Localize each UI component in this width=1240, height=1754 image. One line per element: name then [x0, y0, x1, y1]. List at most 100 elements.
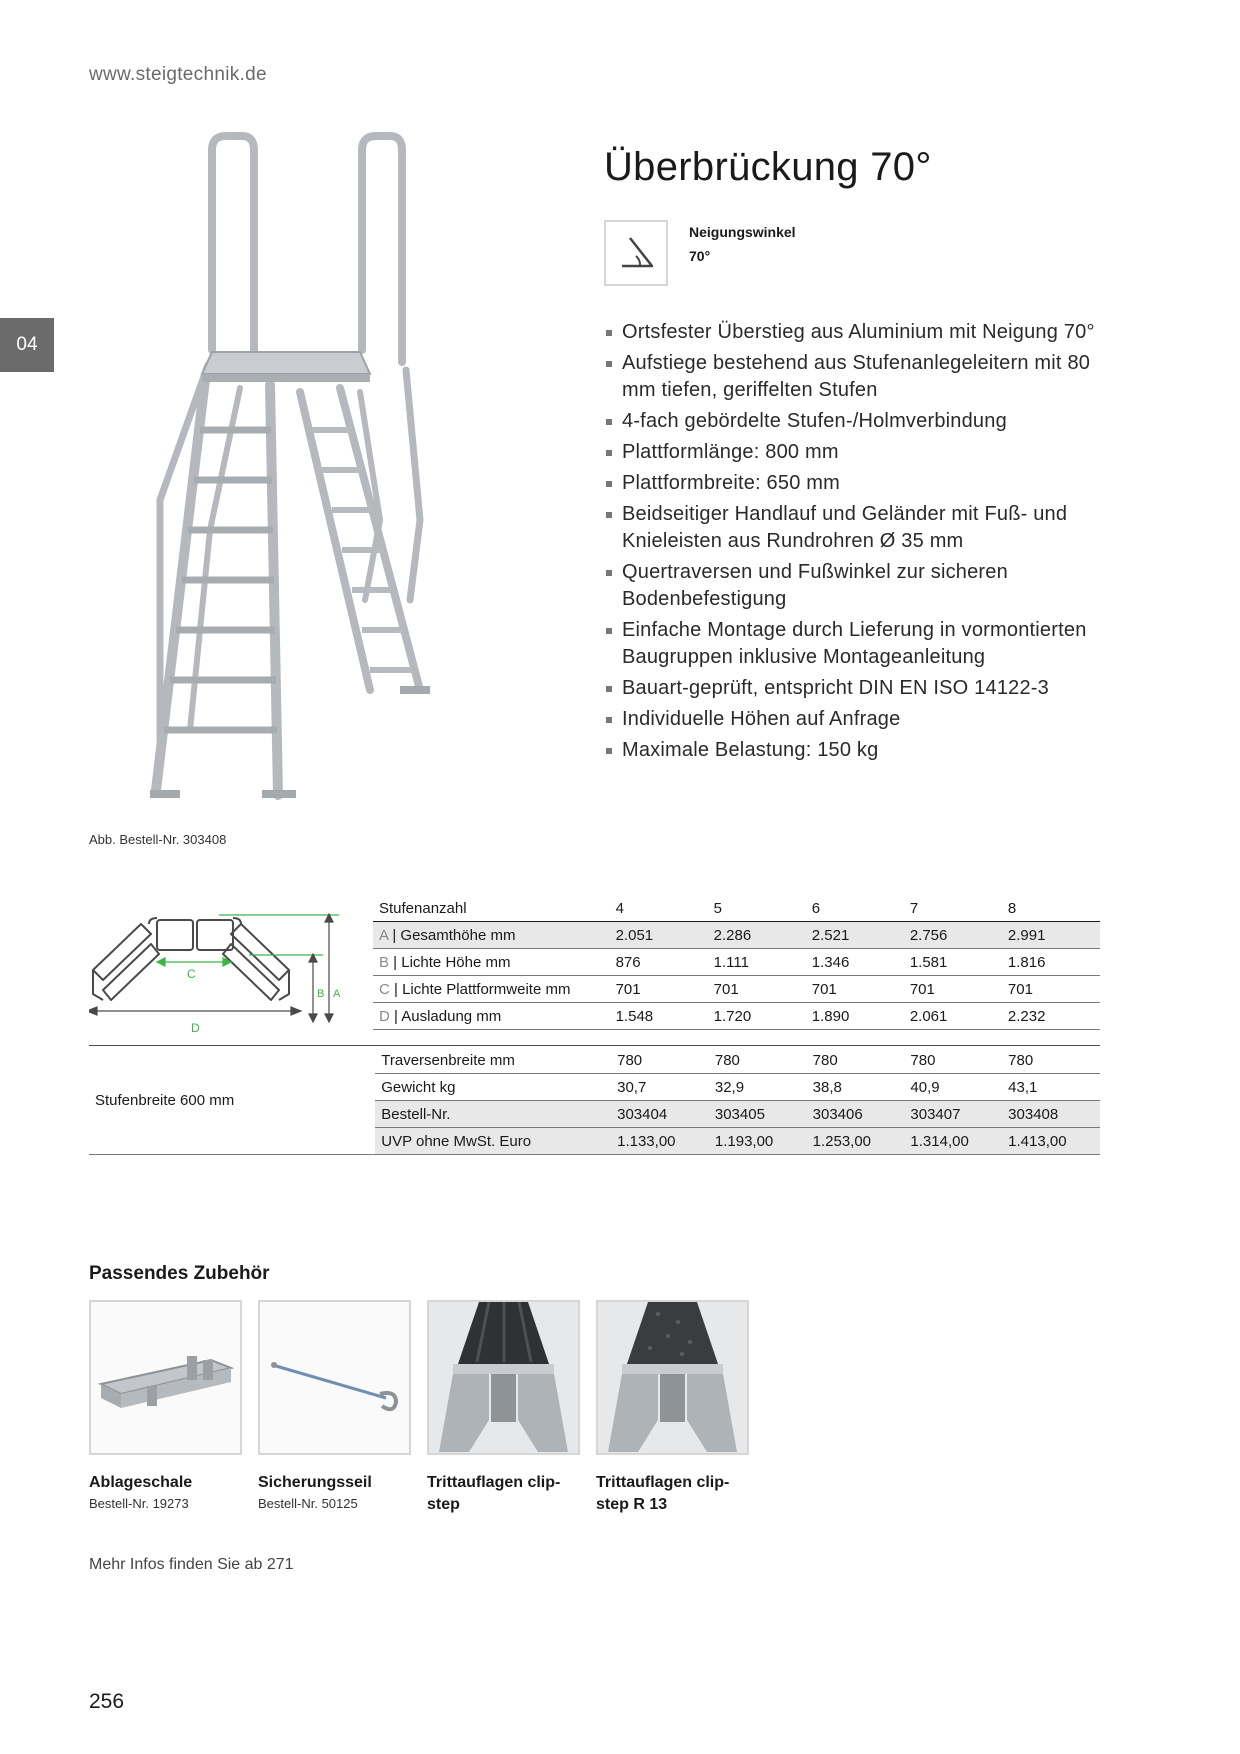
table-cell: 303404: [611, 1100, 709, 1128]
accessory-name[interactable]: Ablageschale: [89, 1474, 193, 1491]
table-cell: 1.314,00: [904, 1127, 1003, 1155]
table-cell: 780: [1002, 1047, 1100, 1074]
safety-rope-image: [271, 1362, 399, 1412]
table-cell: 2.756: [903, 921, 1002, 949]
accessories-title: Passendes Zubehör: [89, 1263, 270, 1284]
accessory-name[interactable]: Sicherungsseil: [258, 1474, 372, 1491]
step-width-label: Stufenbreite 600 mm: [89, 1047, 376, 1155]
table-cell: 1.133,00: [611, 1127, 709, 1155]
table-cell: 1.111: [707, 948, 806, 976]
accessory-image-ablageschale[interactable]: [89, 1300, 242, 1455]
table-cell: 2.232: [1001, 1002, 1100, 1030]
table-divider: [89, 1045, 1100, 1046]
table-cell: 701: [805, 975, 904, 1003]
feature-item: Individuelle Höhen auf Anfrage: [604, 706, 1124, 733]
table-row: B | Lichte Höhe mm 876 1.111 1.346 1.581…: [373, 948, 1100, 976]
table-cell: 43,1: [1002, 1073, 1100, 1101]
chapter-tab: 04: [0, 318, 54, 372]
angle-label: Neigungswinkel: [689, 224, 796, 240]
table-cell: 1.890: [805, 1002, 904, 1030]
table-cell: 2.286: [707, 921, 806, 949]
spec-table-order: Stufenbreite 600 mm Traversenbreite mm 7…: [89, 1047, 1100, 1155]
row-label: Gewicht kg: [375, 1073, 612, 1101]
table-cell: 1.816: [1001, 948, 1100, 976]
table-cell: 40,9: [904, 1073, 1003, 1101]
table-cell: 701: [1001, 975, 1100, 1003]
dimension-diagram: C B A D: [89, 912, 341, 1035]
accessory-image-clip-step[interactable]: [427, 1300, 580, 1455]
table-row: Bestell-Nr. 303404 303405 303406 303407 …: [89, 1100, 1100, 1128]
accessory-name[interactable]: Trittauflagen clip-step R 13: [596, 1474, 730, 1513]
table-cell: 38,8: [806, 1073, 905, 1101]
feature-item: Quertraversen und Fußwinkel zur sicheren…: [604, 559, 1124, 613]
feature-item: 4-fach gebördelte Stufen-/Holmverbindung: [604, 408, 1124, 435]
row-label-text: | Lichte Plattformweite mm: [389, 980, 571, 998]
accessory-order-nr: Bestell-Nr. 50125: [258, 1496, 358, 1511]
accessory-image-sicherungsseil[interactable]: [258, 1300, 411, 1455]
table-cell: 1.346: [805, 948, 904, 976]
feature-item: Aufstiege bestehend aus Stufenanlegeleit…: [604, 350, 1124, 404]
angle-spec: Neigungswinkel 70°: [689, 220, 796, 268]
row-label: D | Ausladung mm: [373, 1002, 610, 1030]
table-cell: 2.051: [609, 921, 708, 949]
table-cell: 303407: [904, 1100, 1003, 1128]
table-cell: 780: [708, 1047, 807, 1074]
table-cell: 1.581: [903, 948, 1002, 976]
table-cell: 701: [609, 975, 708, 1003]
header-cell: 6: [805, 895, 904, 922]
more-info-link[interactable]: Mehr Infos finden Sie ab 271: [89, 1556, 294, 1573]
diagram-label-a: A: [333, 988, 341, 1000]
accessory-name[interactable]: Trittauflagen clip-step: [427, 1474, 561, 1513]
table-cell: 1.720: [707, 1002, 806, 1030]
table-cell: 1.193,00: [708, 1127, 807, 1155]
row-label: Traversenbreite mm: [375, 1047, 612, 1074]
header-cell: 4: [609, 895, 708, 922]
table-row: UVP ohne MwSt. Euro 1.133,00 1.193,00 1.…: [89, 1127, 1100, 1155]
feature-item: Bauart-geprüft, entspricht DIN EN ISO 14…: [604, 675, 1124, 702]
table-cell: 303406: [806, 1100, 905, 1128]
feature-item: Beidseitiger Handlauf und Geländer mit F…: [604, 501, 1124, 555]
website-url: www.steigtechnik.de: [89, 64, 267, 85]
row-key: A: [379, 926, 389, 944]
row-key: C: [379, 980, 390, 998]
table-cell: 32,9: [708, 1073, 807, 1101]
table-cell: 780: [904, 1047, 1003, 1074]
table-cell: 876: [609, 948, 708, 976]
table-cell: 30,7: [611, 1073, 709, 1101]
header-label: Stufenanzahl: [373, 895, 610, 922]
feature-item: Plattformlänge: 800 mm: [604, 439, 1124, 466]
row-label: UVP ohne MwSt. Euro: [375, 1127, 612, 1155]
page-number: 256: [89, 1690, 125, 1713]
clip-step-image: [429, 1302, 578, 1453]
diagram-label-d: D: [191, 1021, 200, 1035]
diagram-label-b: B: [317, 988, 324, 1000]
accessory-image-clip-step-r13[interactable]: [596, 1300, 749, 1455]
table-cell: 780: [806, 1047, 905, 1074]
table-cell: 1.548: [609, 1002, 708, 1030]
header-cell: 8: [1001, 895, 1100, 922]
table-cell: 701: [707, 975, 806, 1003]
image-caption: Abb. Bestell-Nr. 303408: [89, 832, 227, 847]
feature-item: Maximale Belastung: 150 kg: [604, 737, 1124, 764]
table-row: C | Lichte Plattformweite mm 701 701 701…: [373, 975, 1100, 1003]
clip-step-r13-image: [598, 1302, 747, 1453]
table-cell: 701: [903, 975, 1002, 1003]
table-cell: 2.061: [903, 1002, 1002, 1030]
tray-image: [98, 1356, 235, 1408]
angle-icon-box: [604, 220, 668, 286]
table-cell: 780: [611, 1047, 709, 1074]
feature-item: Einfache Montage durch Lieferung in vorm…: [604, 617, 1124, 671]
table-cell: 2.991: [1001, 921, 1100, 949]
angle-value: 70°: [689, 248, 711, 264]
table-header-row: Stufenanzahl 4 5 6 7 8: [373, 895, 1100, 922]
row-label-text: | Lichte Höhe mm: [389, 953, 511, 971]
feature-item: Ortsfester Überstieg aus Aluminium mit N…: [604, 319, 1124, 346]
diagram-label-c: C: [187, 967, 196, 981]
feature-item: Plattformbreite: 650 mm: [604, 470, 1124, 497]
product-image-ladder-bridge: [150, 132, 430, 800]
table-cell: 303408: [1002, 1100, 1100, 1128]
table-cell: 2.521: [805, 921, 904, 949]
header-cell: 7: [903, 895, 1002, 922]
table-row: Gewicht kg 30,7 32,9 38,8 40,9 43,1: [89, 1073, 1100, 1101]
table-row: A | Gesamthöhe mm 2.051 2.286 2.521 2.75…: [373, 921, 1100, 949]
